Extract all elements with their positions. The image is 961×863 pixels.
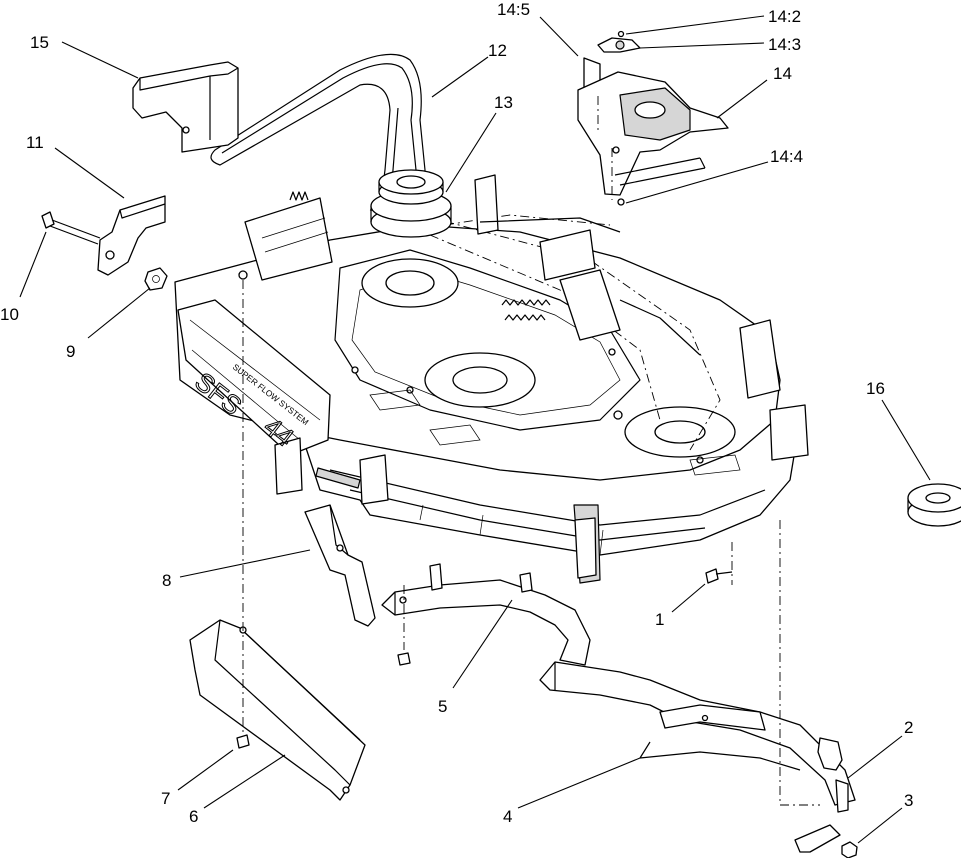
part-14-cover-assembly <box>577 30 729 206</box>
callout-7: 7 <box>161 789 170 808</box>
callout-10: 10 <box>0 305 19 324</box>
callout-14-4: 14:4 <box>770 147 803 166</box>
part-4-lower-baffle <box>539 661 856 853</box>
callout-12: 12 <box>488 41 507 60</box>
assembly-centerlines <box>242 96 820 806</box>
callout-2: 2 <box>904 718 913 737</box>
callout-4: 4 <box>503 807 512 826</box>
part-1-bolt <box>705 568 733 584</box>
callout-16: 16 <box>866 379 885 398</box>
callout-1: 1 <box>655 610 664 629</box>
callout-13: 13 <box>494 93 513 112</box>
part-3-nut <box>841 841 858 859</box>
part-6-chute <box>189 619 366 801</box>
callout-labels: 15 11 10 9 12 13 14:5 14:2 14:3 14 14:4 … <box>0 0 913 826</box>
part-7-bolt <box>236 734 250 749</box>
callout-5: 5 <box>438 697 447 716</box>
callout-14-5: 14:5 <box>497 0 530 19</box>
callout-3: 3 <box>904 791 913 810</box>
part-2-plate <box>817 737 849 813</box>
part-10-bolt <box>41 211 101 245</box>
part-9-nut <box>144 267 168 291</box>
part-5-baffle <box>381 563 591 666</box>
callout-8: 8 <box>162 571 171 590</box>
mower-deck: SFS 44 SUPER FLOW SYSTEM <box>174 174 809 584</box>
callout-9: 9 <box>66 342 75 361</box>
callout-6: 6 <box>189 807 198 826</box>
part-15-shield <box>132 61 239 153</box>
leader-lines <box>19 15 931 844</box>
callout-15: 15 <box>30 33 49 52</box>
callout-14-2: 14:2 <box>768 7 801 26</box>
part-16-pulley <box>907 483 961 527</box>
callout-14: 14 <box>773 64 792 83</box>
part-8-baffle-bracket <box>304 504 376 627</box>
callout-11: 11 <box>26 133 44 152</box>
part-13-pulley <box>370 169 452 238</box>
callout-14-3: 14:3 <box>768 35 801 54</box>
part-11-bracket <box>97 195 166 276</box>
